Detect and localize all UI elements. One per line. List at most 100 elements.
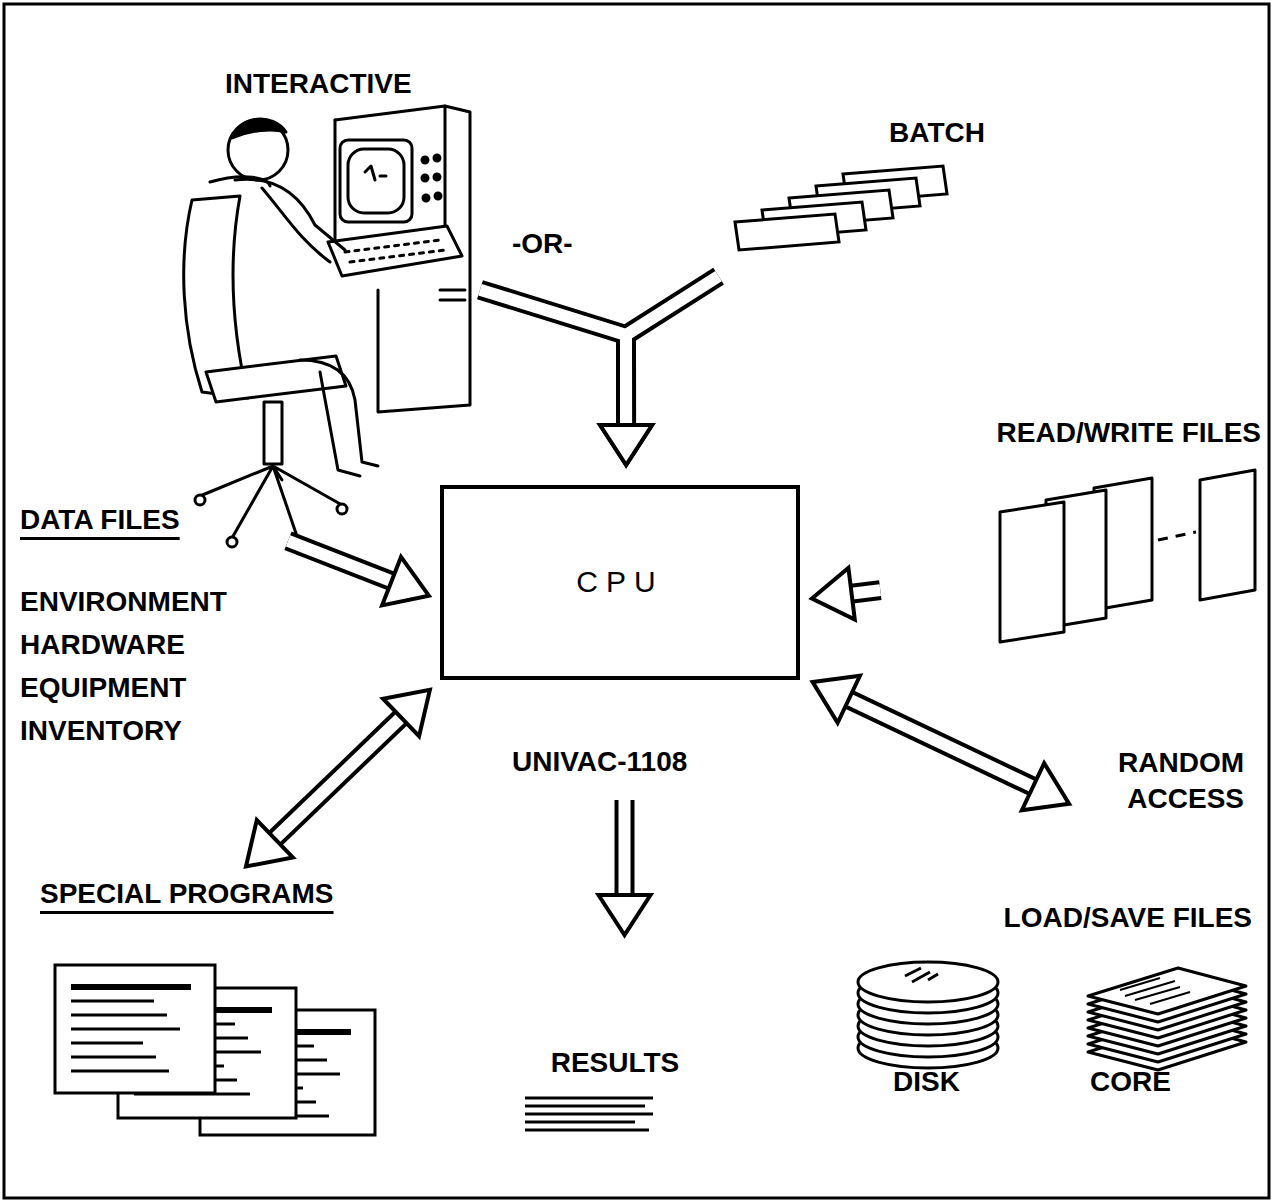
terminal-illustration — [235, 179, 345, 250]
arrow-head — [812, 568, 855, 620]
arrow-head — [599, 895, 651, 935]
hollow-arrow-core — [480, 290, 626, 441]
or-label: -OR- — [512, 228, 573, 260]
terminal-illustration — [300, 360, 378, 466]
computer-model: UNIVAC-1108 — [512, 746, 687, 778]
core-wiring — [1120, 978, 1190, 1004]
terminal-illustration — [434, 174, 440, 180]
terminal-illustration — [228, 120, 288, 180]
connector-heads — [246, 425, 1069, 935]
hollow-arrow-core — [626, 276, 719, 441]
printout-line — [525, 1129, 649, 1132]
printout-line — [525, 1113, 653, 1116]
hollow-arrow-core — [263, 706, 412, 849]
terminal-illustration — [423, 195, 429, 201]
input-mode: BATCH — [725, 115, 995, 260]
node-title: RANDOM ACCESS — [1118, 745, 1244, 817]
listing-line — [71, 1014, 167, 1017]
printout-lines — [525, 1098, 653, 1130]
listing-sheet — [55, 965, 215, 1093]
frame — [4, 4, 1269, 1198]
storage-label: DISK — [893, 1066, 960, 1098]
node-title: SPECIAL PROGRAMS — [40, 878, 334, 910]
terminal-illustration — [264, 402, 282, 464]
terminal-illustration — [232, 119, 286, 138]
arrow-head — [383, 690, 430, 736]
node-title: BATCH — [889, 117, 985, 149]
disk-pack — [858, 962, 998, 1068]
terminal-illustration — [262, 188, 330, 262]
terminal-illustration — [435, 193, 441, 199]
hollow-arrow-core — [288, 541, 406, 587]
terminal-illustration — [434, 155, 440, 161]
core-stack — [1088, 968, 1246, 1070]
connector-outlines — [263, 276, 1047, 911]
terminal-illustration — [200, 466, 342, 545]
punch-cards — [735, 166, 947, 250]
listing-line — [71, 1042, 143, 1045]
file-group: DATA FILES ENVIRONMENT HARDWARE EQUIPMENT… — [18, 500, 288, 755]
printout-line — [525, 1097, 653, 1100]
terminal-illustration — [444, 106, 447, 228]
core-plane — [1088, 968, 1246, 1014]
arrow-head — [813, 676, 860, 723]
terminal-illustration — [440, 290, 465, 300]
program-group: SPECIAL PROGRAMS — [35, 872, 395, 1142]
arrow-head — [246, 820, 293, 866]
file-pages — [1000, 502, 1064, 642]
output-group: RESULTS — [520, 1045, 710, 1140]
file-pages — [1000, 470, 1255, 642]
file-group: READ/WRITE FILES — [920, 415, 1265, 645]
terminal-illustration — [422, 175, 428, 181]
terminal-illustration — [184, 106, 470, 554]
node-title: DATA FILES — [20, 504, 180, 536]
hollow-arrow-core — [834, 692, 1047, 793]
listing-line — [71, 1028, 180, 1031]
punch-card — [735, 214, 839, 250]
terminal-illustration — [365, 166, 386, 180]
listing-line — [71, 984, 191, 990]
terminal-illustration — [345, 240, 446, 262]
hollow-arrow — [480, 290, 626, 441]
printout-line — [525, 1121, 635, 1124]
terminal-illustration — [320, 372, 360, 476]
node-list: ENVIRONMENT HARDWARE EQUIPMENT INVENTORY — [20, 580, 227, 752]
connector-hollows — [263, 276, 1047, 911]
terminal-illustration — [334, 120, 337, 240]
terminal-illustration — [227, 537, 237, 547]
hollow-arrow — [834, 692, 1047, 793]
arrow-head — [382, 557, 429, 605]
file-pages — [1158, 532, 1196, 540]
hollow-arrow — [288, 541, 406, 587]
cpu-box: CPU — [440, 485, 800, 680]
listing-line — [71, 1056, 156, 1059]
arrow-head — [600, 425, 652, 465]
terminal-illustration — [328, 226, 462, 276]
terminal-illustration — [337, 504, 347, 514]
program-listings — [55, 965, 375, 1135]
printout-line — [525, 1105, 645, 1108]
listing-line — [71, 1070, 169, 1073]
node-title: RESULTS — [551, 1047, 680, 1079]
terminal-illustration — [348, 149, 404, 213]
storage-label: CORE — [1090, 1066, 1171, 1098]
file-pages — [1200, 470, 1255, 600]
node-title: READ/WRITE FILES — [997, 417, 1261, 449]
terminal-illustration — [195, 495, 205, 505]
input-mode: INTERACTIVE — [190, 62, 480, 557]
node-title: INTERACTIVE — [225, 68, 412, 100]
node-title: CPU — [576, 565, 663, 600]
arrow-head — [1022, 763, 1069, 810]
arrow-head — [600, 425, 652, 465]
node-title: LOAD/SAVE FILES — [1004, 902, 1252, 934]
terminal-illustration — [340, 140, 412, 222]
terminal-illustration — [422, 157, 428, 163]
terminal-illustration — [210, 177, 270, 186]
hollow-arrow — [626, 276, 719, 441]
hollow-arrow — [263, 706, 412, 849]
disk-label-mark — [905, 968, 938, 982]
access-mode: RANDOM ACCESS — [1080, 745, 1250, 825]
disk-platter — [858, 962, 998, 1002]
listing-line — [71, 1000, 154, 1003]
